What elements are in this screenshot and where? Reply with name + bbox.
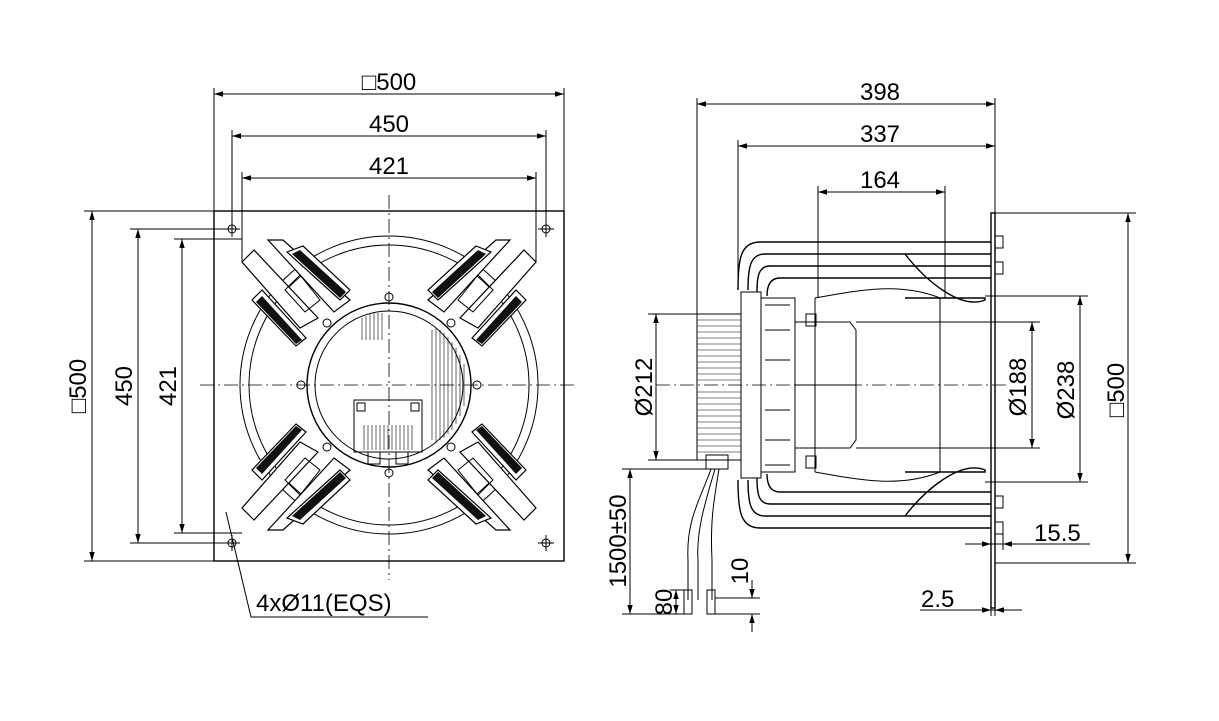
dim-nozzle-diameter: Ø238: [1053, 361, 1080, 420]
dim-hole-spacing-h: 450: [369, 111, 409, 138]
dim-hole-spacing-v: 450: [111, 366, 138, 406]
hole-note: 4xØ11(EQS): [256, 590, 392, 617]
dim-overall-depth: 398: [860, 79, 900, 106]
inlet-nozzle-circle: [239, 235, 539, 535]
motor-housing-inner: [314, 310, 464, 460]
motor-housing-circle: [306, 302, 472, 468]
dim-motor-spacing-h: 421: [369, 153, 409, 180]
dim-cable-strip: 80: [651, 589, 678, 616]
motor-bolt-holes: [296, 292, 482, 478]
dim-plate-height-side: □500: [1103, 363, 1130, 418]
dim-offset-bottom: 15.5: [1034, 520, 1081, 547]
heatsink-fins: [431, 328, 465, 442]
dim-motor-diameter: Ø212: [631, 358, 658, 417]
inlet-nozzle-inner: [248, 244, 530, 526]
dim-plate-width: □500: [362, 69, 417, 96]
dim-inlet-depth: 164: [860, 167, 900, 194]
side-mounting-plate: [990, 212, 996, 609]
support-arms: [241, 239, 537, 531]
top-fins: [361, 313, 383, 340]
dim-motor-spacing-v: 421: [155, 366, 182, 406]
dim-wire-strip: 10: [727, 558, 754, 585]
impeller-body: [740, 253, 986, 517]
terminal-box: [353, 399, 423, 465]
cable: [683, 468, 720, 615]
dim-cable-length: 1500±50: [605, 494, 632, 587]
motor-fin-block: [696, 313, 742, 470]
side-dimensions: [622, 98, 1136, 632]
front-dimensions: [84, 88, 565, 618]
side-view: 398 337 164 Ø212 Ø188 Ø238 □500 15.5 2.5…: [605, 79, 1136, 632]
dim-inlet-diameter: Ø188: [1005, 358, 1032, 417]
dim-plate-thickness: 2.5: [921, 586, 954, 613]
front-view: □500 450 421 □500 450 421 4xØ11(EQS): [65, 69, 578, 618]
dim-body-depth: 337: [860, 121, 900, 148]
dim-plate-height: □500: [65, 359, 92, 414]
